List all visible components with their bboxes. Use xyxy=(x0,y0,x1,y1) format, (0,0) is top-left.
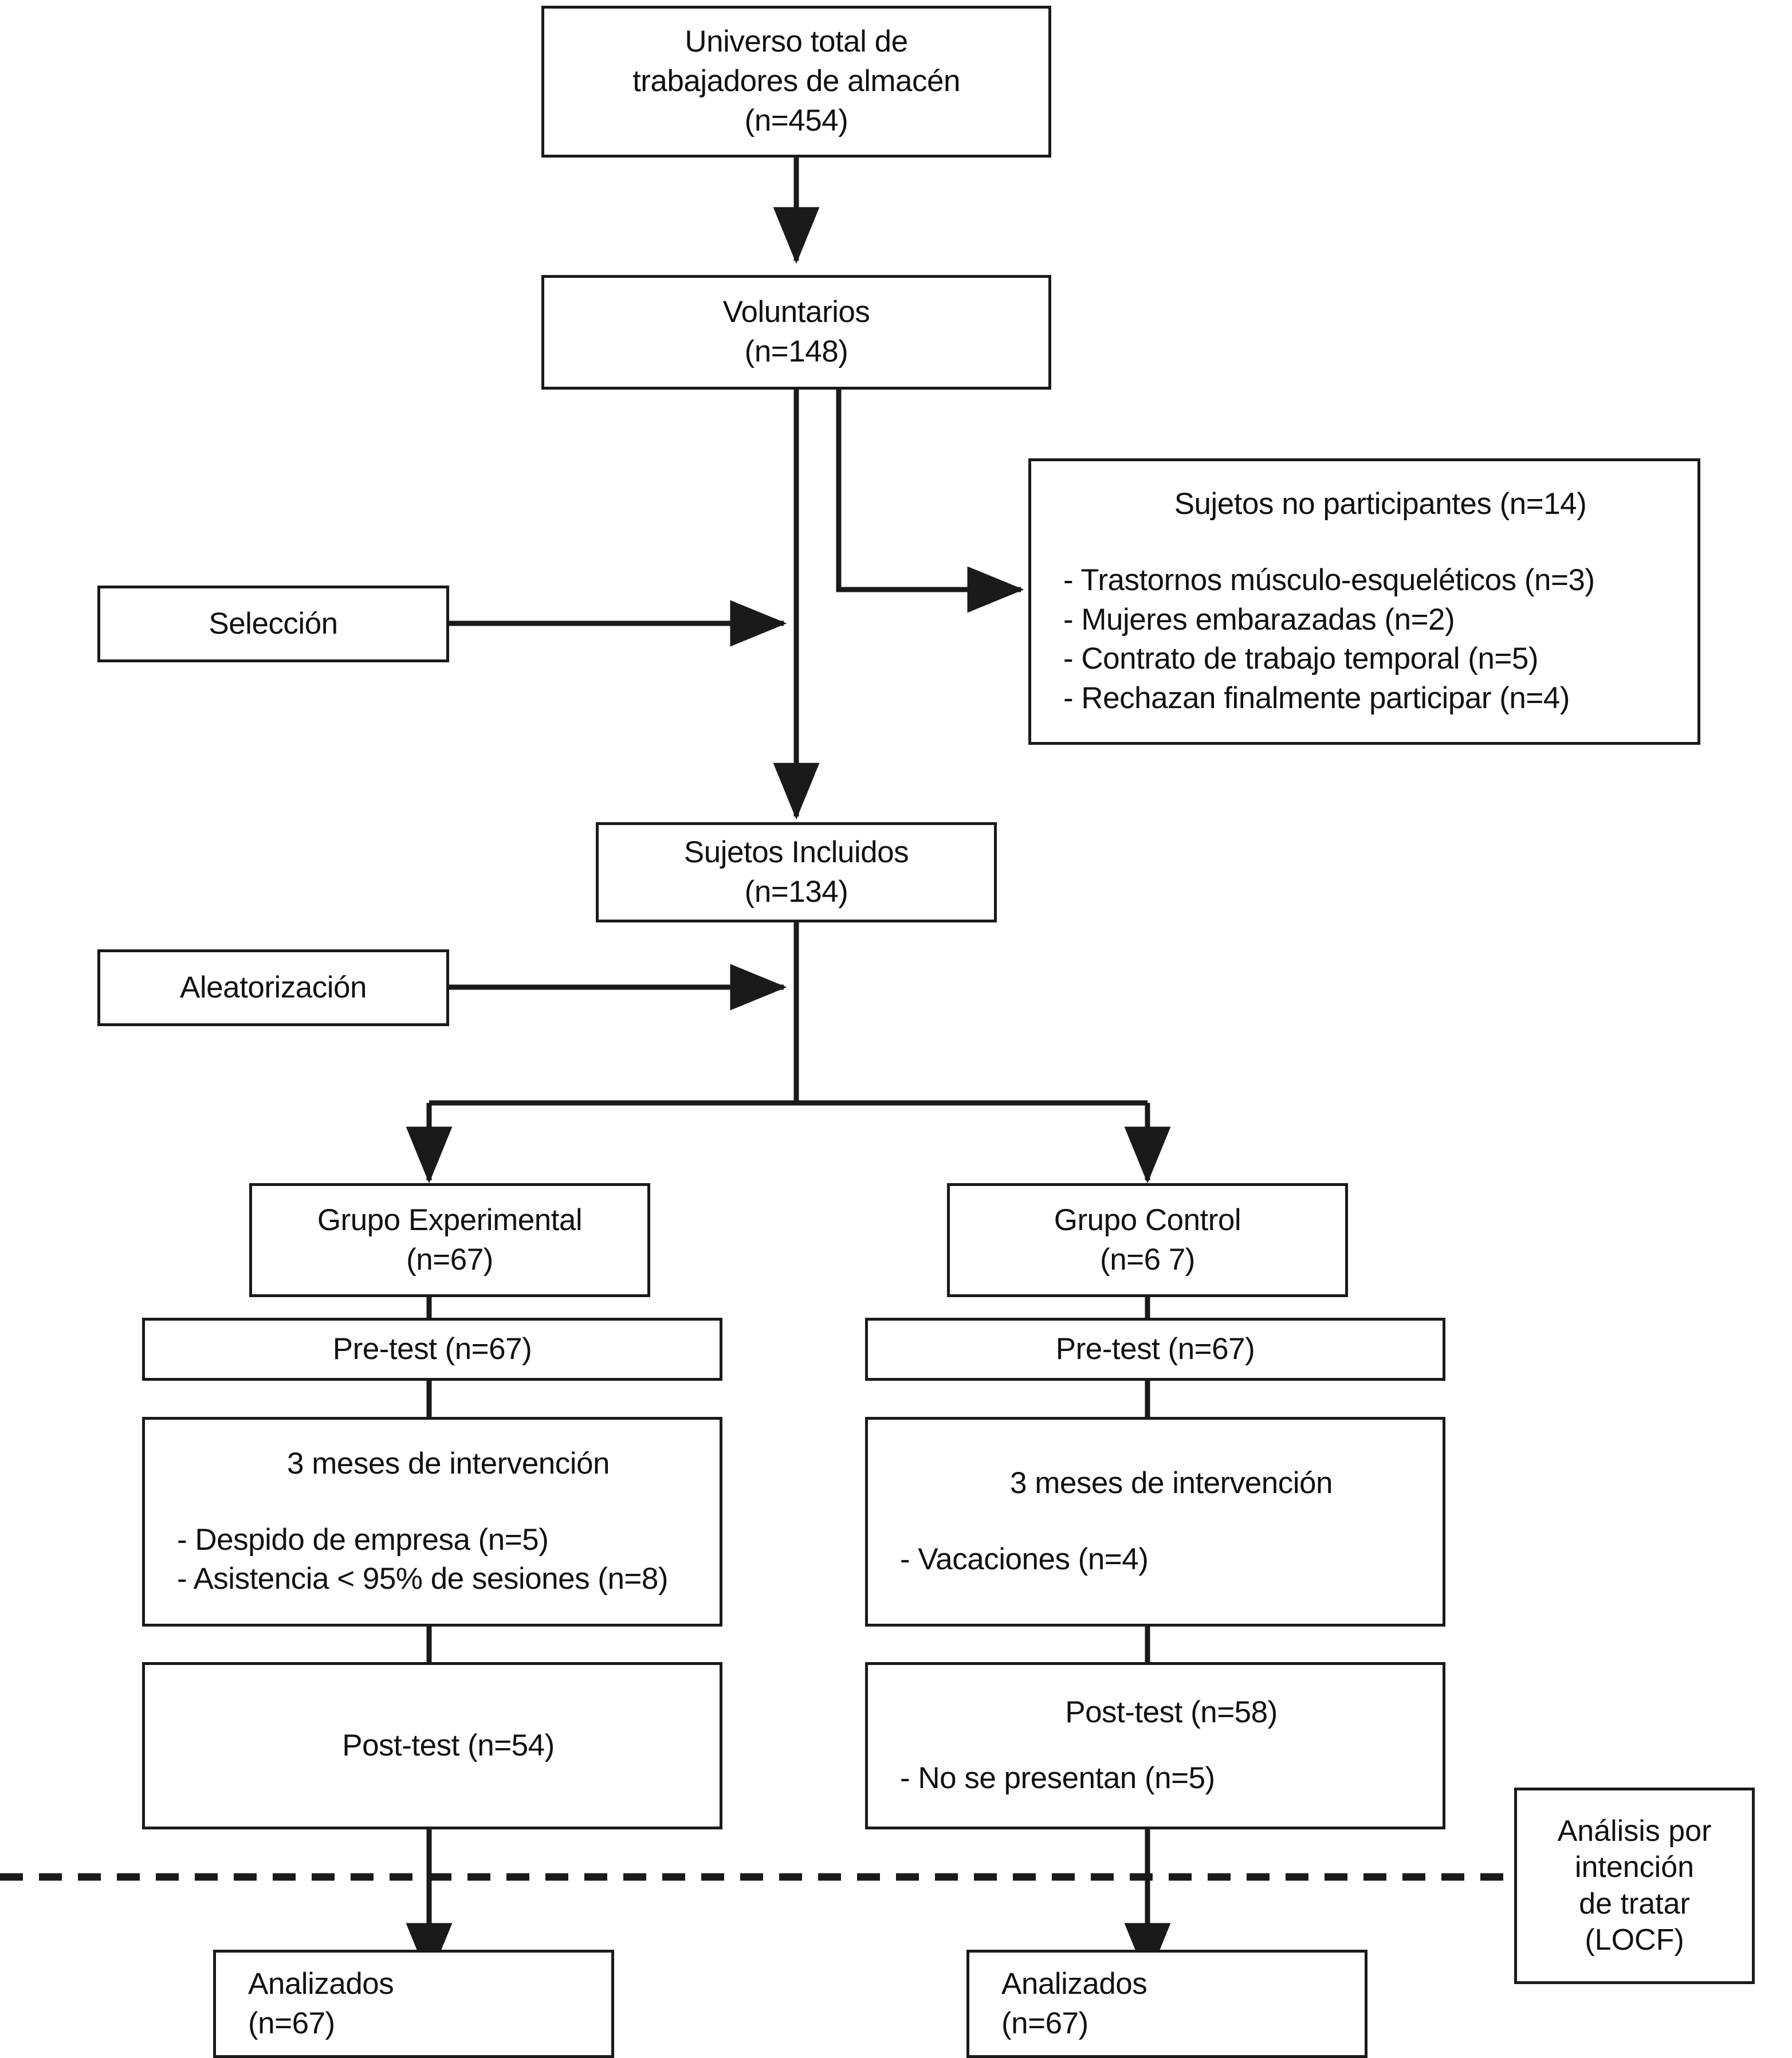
node-voluntarios: Voluntarios (n=148) xyxy=(541,275,1051,390)
universo-line-3: (n=454) xyxy=(744,103,848,138)
pretest-control-label: Pre-test (n=67) xyxy=(1055,1332,1255,1366)
no-participantes-item-3: - Contrato de trabajo temporal (n=5) xyxy=(1063,642,1538,676)
intervencion-control-item-1: - Vacaciones (n=4) xyxy=(900,1542,1149,1576)
sujetos-incluidos-line-2: (n=134) xyxy=(744,874,848,909)
grupo-experimental-line-2: (n=67) xyxy=(406,1242,493,1277)
universo-line-2: trabajadores de almacén xyxy=(632,64,960,99)
intervencion-experimental-title: 3 meses de intervención xyxy=(287,1446,610,1480)
analizados-experimental-line-2: (n=67) xyxy=(248,2006,335,2040)
grupo-control-line-2: (n=6 7) xyxy=(1100,1242,1195,1277)
voluntarios-line-1: Voluntarios xyxy=(722,295,870,329)
sujetos-incluidos-line-1: Sujetos Incluidos xyxy=(683,835,909,869)
postest-control-item-1: - No se presentan (n=5) xyxy=(900,1761,1215,1795)
postest-control-title: Post-test (n=58) xyxy=(1065,1695,1278,1730)
locf-line-1: Análisis por xyxy=(1557,1814,1712,1848)
no-participantes-title: Sujetos no participantes (n=14) xyxy=(1174,486,1587,521)
connector-voluntarios-noparticipantes xyxy=(836,390,1024,613)
universo-line-1: Universo total de xyxy=(685,25,908,59)
node-intervencion-experimental: 3 meses de intervención - Despido de emp… xyxy=(142,1417,722,1627)
postest-experimental-title: Post-test (n=54) xyxy=(342,1728,555,1762)
intervencion-experimental-items: - Despido de empresa (n=5) - Asistencia … xyxy=(177,1521,720,1600)
seleccion-label: Selección xyxy=(209,606,338,641)
node-postest-experimental: Post-test (n=54) xyxy=(142,1662,722,1829)
node-grupo-control: Grupo Control (n=6 7) xyxy=(947,1183,1348,1297)
intervencion-control-items: - Vacaciones (n=4) xyxy=(900,1540,1443,1580)
node-sujetos-incluidos: Sujetos Incluidos (n=134) xyxy=(596,822,997,922)
node-analizados-control: Analizados (n=67) xyxy=(966,1950,1367,2058)
locf-line-4: (LOCF) xyxy=(1585,1923,1684,1957)
analizados-control-line-1: Analizados xyxy=(1001,1966,1147,2001)
node-grupo-experimental: Grupo Experimental (n=67) xyxy=(249,1183,650,1297)
intervencion-experimental-item-1: - Despido de empresa (n=5) xyxy=(177,1522,549,1557)
node-analisis-intencion-tratar: Análisis por intención de tratar (LOCF) xyxy=(1514,1788,1755,1984)
node-pretest-control: Pre-test (n=67) xyxy=(865,1318,1445,1381)
node-postest-control: Post-test (n=58) - No se presentan (n=5) xyxy=(865,1662,1445,1829)
aleatorizacion-label: Aleatorización xyxy=(180,970,367,1004)
analizados-control-line-2: (n=67) xyxy=(1001,2006,1088,2040)
node-pretest-experimental: Pre-test (n=67) xyxy=(142,1318,722,1381)
no-participantes-items: - Trastornos músculo-esqueléticos (n=3) … xyxy=(1063,561,1697,719)
locf-line-2: intención xyxy=(1574,1851,1695,1884)
no-participantes-item-1: - Trastornos músculo-esqueléticos (n=3) xyxy=(1063,563,1595,597)
postest-control-items: - No se presentan (n=5) xyxy=(900,1759,1443,1798)
intervencion-control-title: 3 meses de intervención xyxy=(1010,1466,1333,1501)
node-analizados-experimental: Analizados (n=67) xyxy=(213,1950,614,2058)
no-participantes-item-2: - Mujeres embarazadas (n=2) xyxy=(1063,602,1455,637)
node-sujetos-no-participantes: Sujetos no participantes (n=14) - Trasto… xyxy=(1028,458,1700,745)
pretest-experimental-label: Pre-test (n=67) xyxy=(332,1332,532,1366)
node-aleatorizacion: Aleatorización xyxy=(97,949,449,1026)
no-participantes-item-4: - Rechazan finalmente participar (n=4) xyxy=(1063,681,1570,716)
voluntarios-line-2: (n=148) xyxy=(744,335,848,368)
grupo-control-line-1: Grupo Control xyxy=(1054,1203,1241,1237)
node-seleccion: Selección xyxy=(97,586,449,662)
locf-line-3: de tratar xyxy=(1579,1887,1690,1920)
intervencion-experimental-item-2: - Asistencia < 95% de sesiones (n=8) xyxy=(177,1562,669,1596)
node-universo-total: Universo total de trabajadores de almacé… xyxy=(541,6,1051,158)
grupo-experimental-line-1: Grupo Experimental xyxy=(317,1203,583,1237)
node-intervencion-control: 3 meses de intervención - Vacaciones (n=… xyxy=(865,1417,1445,1627)
analizados-experimental-line-1: Analizados xyxy=(248,1966,394,2001)
